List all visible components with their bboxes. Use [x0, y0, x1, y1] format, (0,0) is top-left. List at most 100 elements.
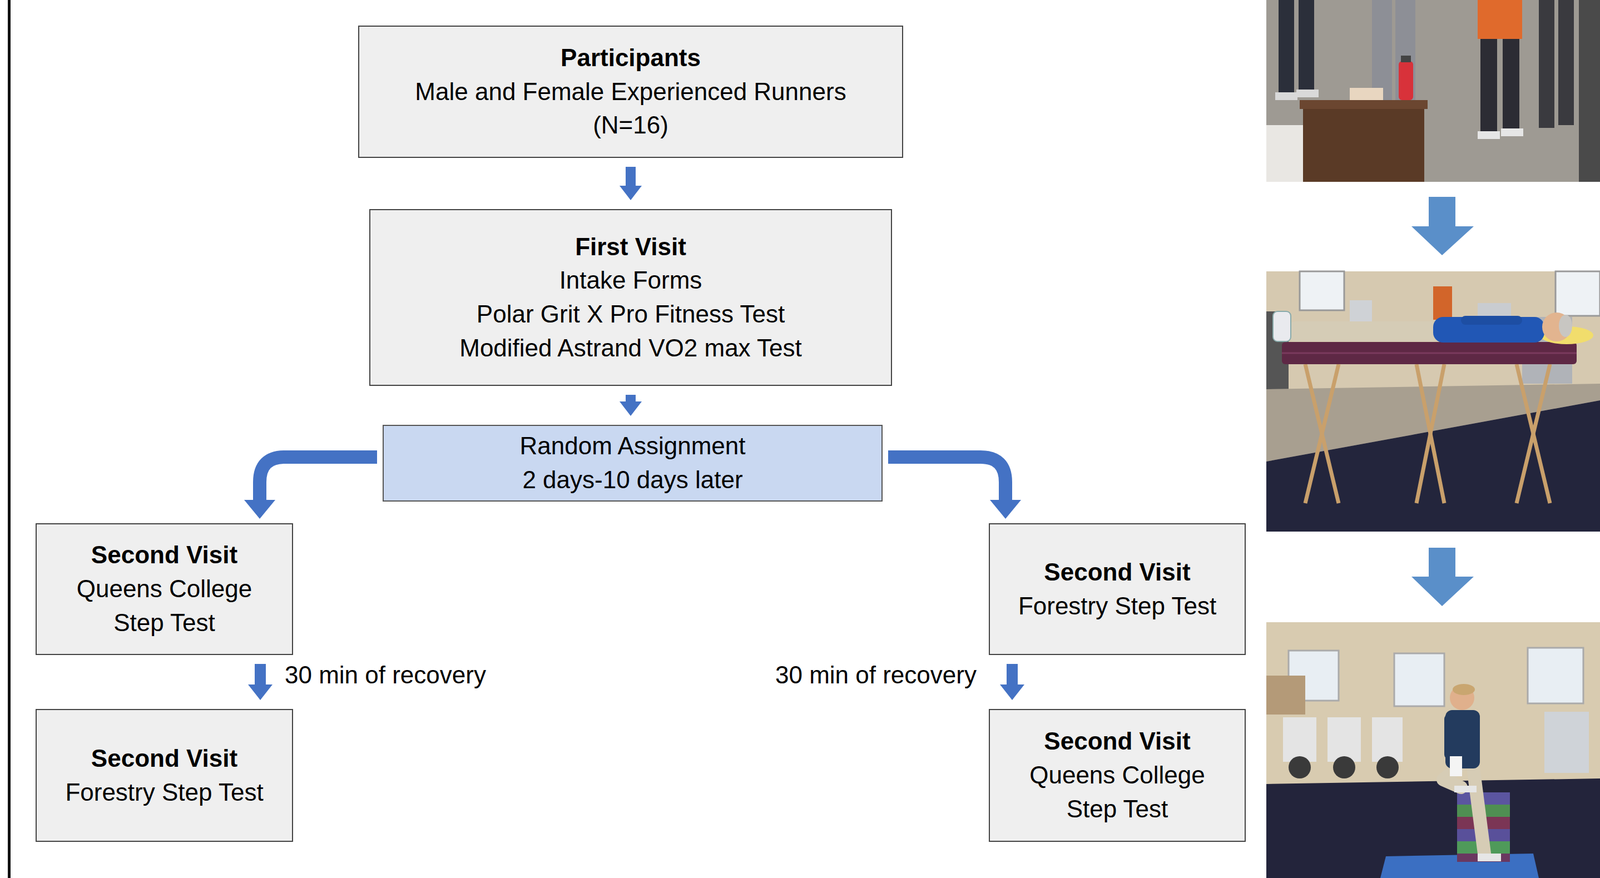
shoe	[1275, 92, 1298, 101]
boxes	[1266, 675, 1306, 715]
arrow-shaft	[888, 457, 1006, 502]
person-leg	[1558, 0, 1574, 126]
bike-wheel	[1288, 756, 1311, 779]
shoe	[1477, 853, 1502, 862]
window	[1527, 647, 1584, 704]
box-heading: Second Visit	[91, 741, 238, 776]
table-leg	[1305, 364, 1339, 504]
process-box: Second VisitForestry Step Test	[35, 709, 294, 842]
bike-wheel	[1333, 756, 1356, 779]
table-leg	[1516, 364, 1550, 504]
tissue-box	[1349, 87, 1384, 101]
box-heading: Second Visit	[91, 538, 238, 573]
box-text: 2 days-10 days later	[522, 463, 743, 498]
step-layer	[1457, 853, 1510, 863]
arrow-shaft	[1006, 664, 1018, 686]
shoe	[1477, 131, 1500, 140]
box-heading: Random Assignment	[519, 429, 746, 464]
process-box: Second VisitQueens College Step Test	[988, 709, 1246, 842]
flow-arrow	[248, 664, 273, 701]
photo-lab-group	[1266, 0, 1600, 182]
box-text: Intake Forms	[559, 263, 703, 298]
arrow-head	[989, 499, 1022, 519]
flow-arrow	[888, 457, 1022, 519]
arrow-head	[619, 185, 642, 201]
shoe	[1454, 785, 1477, 793]
person-shirt	[1477, 0, 1523, 39]
arrow-shaft	[259, 457, 378, 502]
process-box: Second VisitQueens College Step Test	[35, 523, 294, 656]
box-heading: Participants	[560, 41, 701, 76]
exercise-bike	[1371, 717, 1403, 762]
desk-body	[1303, 109, 1425, 182]
box-text: Forestry Step Test	[1018, 589, 1217, 624]
photo-background	[1266, 622, 1600, 790]
edge-label: 30 min of recovery	[773, 659, 979, 691]
orange-panel	[1433, 286, 1453, 320]
box-text: Queens College Step Test	[1017, 758, 1218, 826]
border-line	[7, 0, 11, 878]
table-leg	[1305, 364, 1339, 504]
box-text: Queens College Step Test	[64, 572, 265, 640]
floor	[1266, 778, 1600, 878]
paper	[1449, 756, 1463, 777]
box-heading: Second Visit	[1043, 555, 1191, 590]
person-leg	[1473, 767, 1485, 854]
person-leg	[1538, 0, 1555, 128]
shoes	[1272, 311, 1291, 342]
box-text: Forestry Step Test	[65, 775, 264, 810]
shoe	[1296, 89, 1319, 98]
table-leg	[1416, 364, 1445, 504]
box-text: Polar Grit X Pro Fitness Test	[476, 297, 785, 332]
assignment-box: Random Assignment2 days-10 days later	[382, 424, 883, 502]
box-text: Male and Female Experienced Runners (N=1…	[402, 75, 859, 143]
person-legs	[1288, 321, 1439, 342]
photo-background	[1266, 271, 1600, 532]
box-heading: First Visit	[575, 230, 687, 265]
process-box: First VisitIntake FormsPolar Grit X Pro …	[369, 209, 893, 386]
water-bottle	[1398, 61, 1414, 101]
window	[1299, 271, 1345, 311]
person-leg	[1480, 38, 1498, 134]
table-leg	[1516, 364, 1550, 504]
photo-rest-group	[1266, 271, 1600, 532]
equipment	[1578, 0, 1600, 182]
arrow-head	[248, 684, 273, 701]
table-seam	[1281, 352, 1577, 355]
massage-table	[1281, 342, 1577, 365]
arrow-shaft	[625, 394, 636, 403]
flow-arrow	[619, 394, 642, 416]
person-arm	[1460, 315, 1523, 325]
person-hair	[1452, 684, 1475, 696]
box-text: Modified Astrand VO2 max Test	[459, 331, 802, 366]
edge-label: 30 min of recovery	[282, 659, 489, 691]
photo-background	[1266, 0, 1600, 182]
shoe	[1501, 128, 1524, 137]
equipment	[1544, 711, 1589, 774]
desk-top	[1299, 100, 1428, 110]
step-arrow	[1411, 196, 1474, 256]
flow-arrow	[999, 664, 1025, 701]
window	[1555, 271, 1600, 316]
flow-arrow	[619, 166, 642, 201]
step-arrow	[1411, 547, 1474, 607]
bike-wheel	[1376, 756, 1399, 779]
photo-column	[1266, 0, 1600, 878]
arrow-head	[619, 401, 642, 416]
table-leg	[1416, 364, 1445, 504]
monitor	[1349, 300, 1372, 323]
person-leg	[1278, 0, 1295, 95]
flow-arrow	[244, 457, 378, 519]
arrow-shaft	[254, 664, 266, 686]
arrow-head	[999, 684, 1025, 701]
arrow-shaft	[625, 166, 636, 187]
exercise-bike	[1283, 717, 1317, 762]
person-hair	[1558, 314, 1573, 338]
person-arm	[1444, 714, 1454, 760]
window	[1394, 653, 1445, 707]
box-heading: Second Visit	[1043, 724, 1191, 759]
mat	[1380, 853, 1539, 878]
bottle-cap	[1400, 55, 1411, 63]
person-leg	[1298, 0, 1315, 92]
